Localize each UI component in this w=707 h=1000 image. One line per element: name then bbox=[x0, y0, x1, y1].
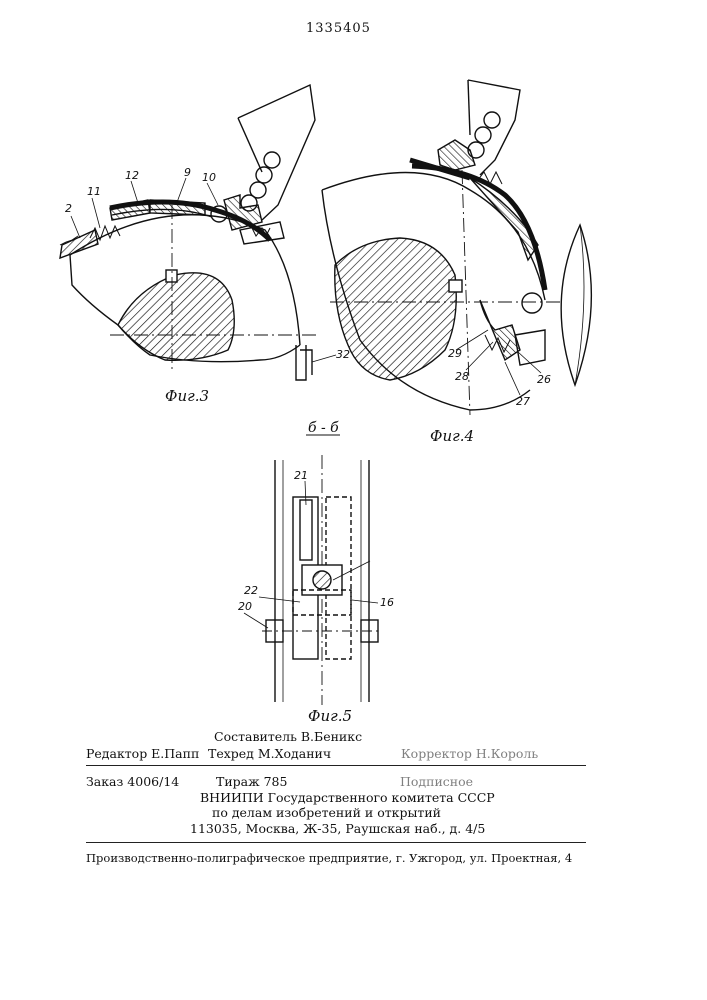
footer-org-line2: по делам изобретений и открытий bbox=[212, 806, 441, 820]
fig5-caption: Фиг.5 bbox=[308, 708, 352, 724]
footer-org-line1: ВНИИПИ Государственного комитета СССР bbox=[200, 791, 495, 805]
footer-compiler: Составитель В.Беникс bbox=[214, 730, 362, 744]
footer-printer: Производственно-полиграфическое предприя… bbox=[86, 851, 572, 865]
figure-5 bbox=[244, 435, 382, 705]
footer-circulation: Тираж 785 bbox=[216, 775, 287, 789]
fig4-label-29: 29 bbox=[448, 348, 462, 360]
footer-rule-1 bbox=[86, 765, 586, 766]
fig3-caption: Фиг.3 bbox=[165, 388, 209, 404]
fig5-label-22: 22 bbox=[244, 585, 258, 597]
footer-address: 113035, Москва, Ж-35, Раушская наб., д. … bbox=[190, 822, 485, 836]
fig4-label-26: 26 bbox=[537, 374, 551, 386]
figure-3 bbox=[60, 85, 336, 380]
fig5-label-21: 21 bbox=[294, 470, 308, 482]
footer-techred: Техред М.Ходанич bbox=[208, 747, 331, 761]
fig3-label-11: 11 bbox=[87, 186, 101, 198]
fig5-label-20: 20 bbox=[238, 601, 252, 613]
fig5-section-mark: б - б bbox=[308, 420, 339, 436]
figure-4 bbox=[322, 80, 591, 415]
fig4-caption: Фиг.4 bbox=[430, 428, 474, 444]
fig4-label-27: 27 bbox=[516, 396, 530, 408]
footer-corrector: Корректор Н.Король bbox=[401, 747, 538, 761]
fig3-label-10: 10 bbox=[202, 172, 216, 184]
footer-rule-2 bbox=[86, 842, 586, 843]
fig3-label-32: 32 bbox=[336, 349, 350, 361]
fig3-label-12: 12 bbox=[125, 170, 139, 182]
fig4-label-28: 28 bbox=[455, 371, 469, 383]
fig3-label-2: 2 bbox=[65, 203, 72, 215]
footer-editor: Редактор Е.Папп bbox=[86, 747, 199, 761]
footer-order: Заказ 4006/14 bbox=[86, 775, 179, 789]
footer-signed: Подписное bbox=[400, 775, 473, 789]
fig3-label-9: 9 bbox=[184, 167, 191, 179]
fig5-label-16: 16 bbox=[380, 597, 394, 609]
